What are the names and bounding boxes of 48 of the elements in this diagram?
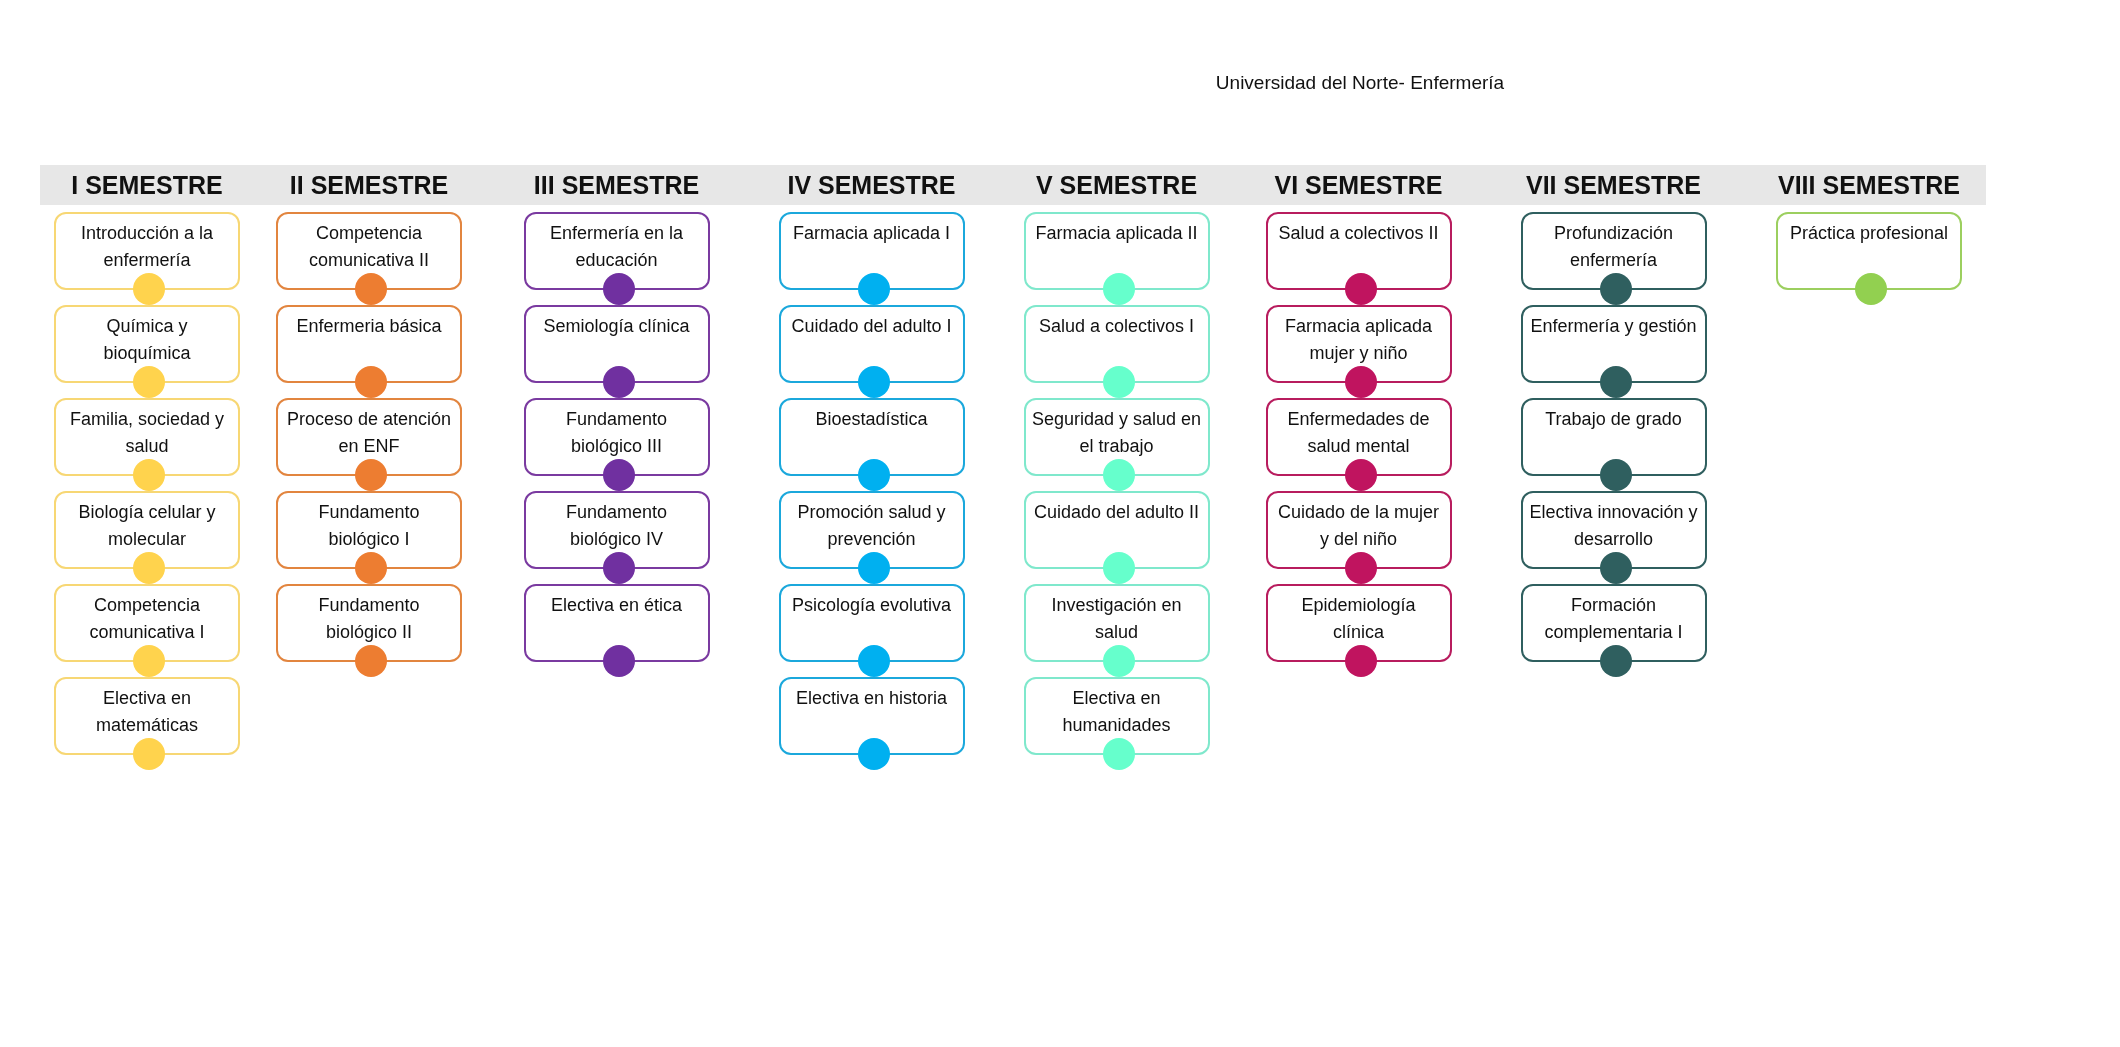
semester-heading: VI SEMESTRE [1236,165,1481,205]
course-name: Enfermeria básica [296,315,442,338]
course-name: Fundamento biológico IV [564,501,669,551]
course-name: Competencia comunicativa II [307,222,431,272]
semester-heading: III SEMESTRE [484,165,749,205]
course-name: Electiva en historia [795,687,948,710]
course-name: Investigación en salud [1050,594,1183,644]
semester-heading: IV SEMESTRE [749,165,994,205]
course-name: Práctica profesional [1789,222,1949,245]
course-name: Electiva en humanidades [1061,687,1172,737]
semester-heading: VIII SEMESTRE [1752,165,1986,205]
course-name: Bioestadística [815,408,928,431]
course-name: Electiva innovación y desarrollo [1528,501,1699,551]
course-name: Familia, sociedad y salud [68,408,226,458]
course-name: Epidemiología clínica [1300,594,1417,644]
semester-heading: VII SEMESTRE [1485,165,1742,205]
semester-heading: I SEMESTRE [40,165,254,205]
course-name: Trabajo de grado [1545,408,1682,431]
course-name: Enfermedades de salud mental [1286,408,1431,458]
course-name: Biología celular y molecular [77,501,217,551]
course-name: Farmacia aplicada mujer y niño [1283,315,1434,365]
course-name: Fundamento biológico II [317,594,421,644]
course-name: Fundamento biológico III [564,408,669,458]
course-name: Enfermería y gestión [1530,315,1697,338]
course-name: Seguridad y salud en el trabajo [1031,408,1202,458]
course-name: Promoción salud y prevención [796,501,947,551]
course-name: Proceso de atención en ENF [285,408,453,458]
course-name: Introducción a la enfermería [79,222,215,272]
course-name: Cuidado de la mujer y del niño [1276,501,1441,551]
course-name: Competencia comunicativa I [88,594,206,644]
semester-heading: II SEMESTRE [262,165,476,205]
course-name: Fundamento biológico I [317,501,421,551]
course-name: Enfermería en la educación [548,222,685,272]
course-name: Psicología evolutiva [791,594,952,617]
course-name: Electiva en matemáticas [94,687,199,737]
course-name: Farmacia aplicada II [1035,222,1198,245]
course-name: Cuidado del adulto II [1033,501,1200,524]
course-name: Cuidado del adulto I [791,315,952,338]
course-name: Profundización enfermería [1552,222,1675,272]
course-name: Electiva en ética [550,594,683,617]
course-name: Semiología clínica [543,315,690,338]
course-name: Farmacia aplicada I [792,222,951,245]
semester-heading: V SEMESTRE [999,165,1234,205]
course-name: Química y bioquímica [102,315,192,365]
course-name: Formación complementaria I [1543,594,1684,644]
course-name: Salud a colectivos II [1278,222,1439,245]
course-name: Salud a colectivos I [1038,315,1195,338]
diagram-title: Universidad del Norte- Enfermería [1214,72,1506,94]
